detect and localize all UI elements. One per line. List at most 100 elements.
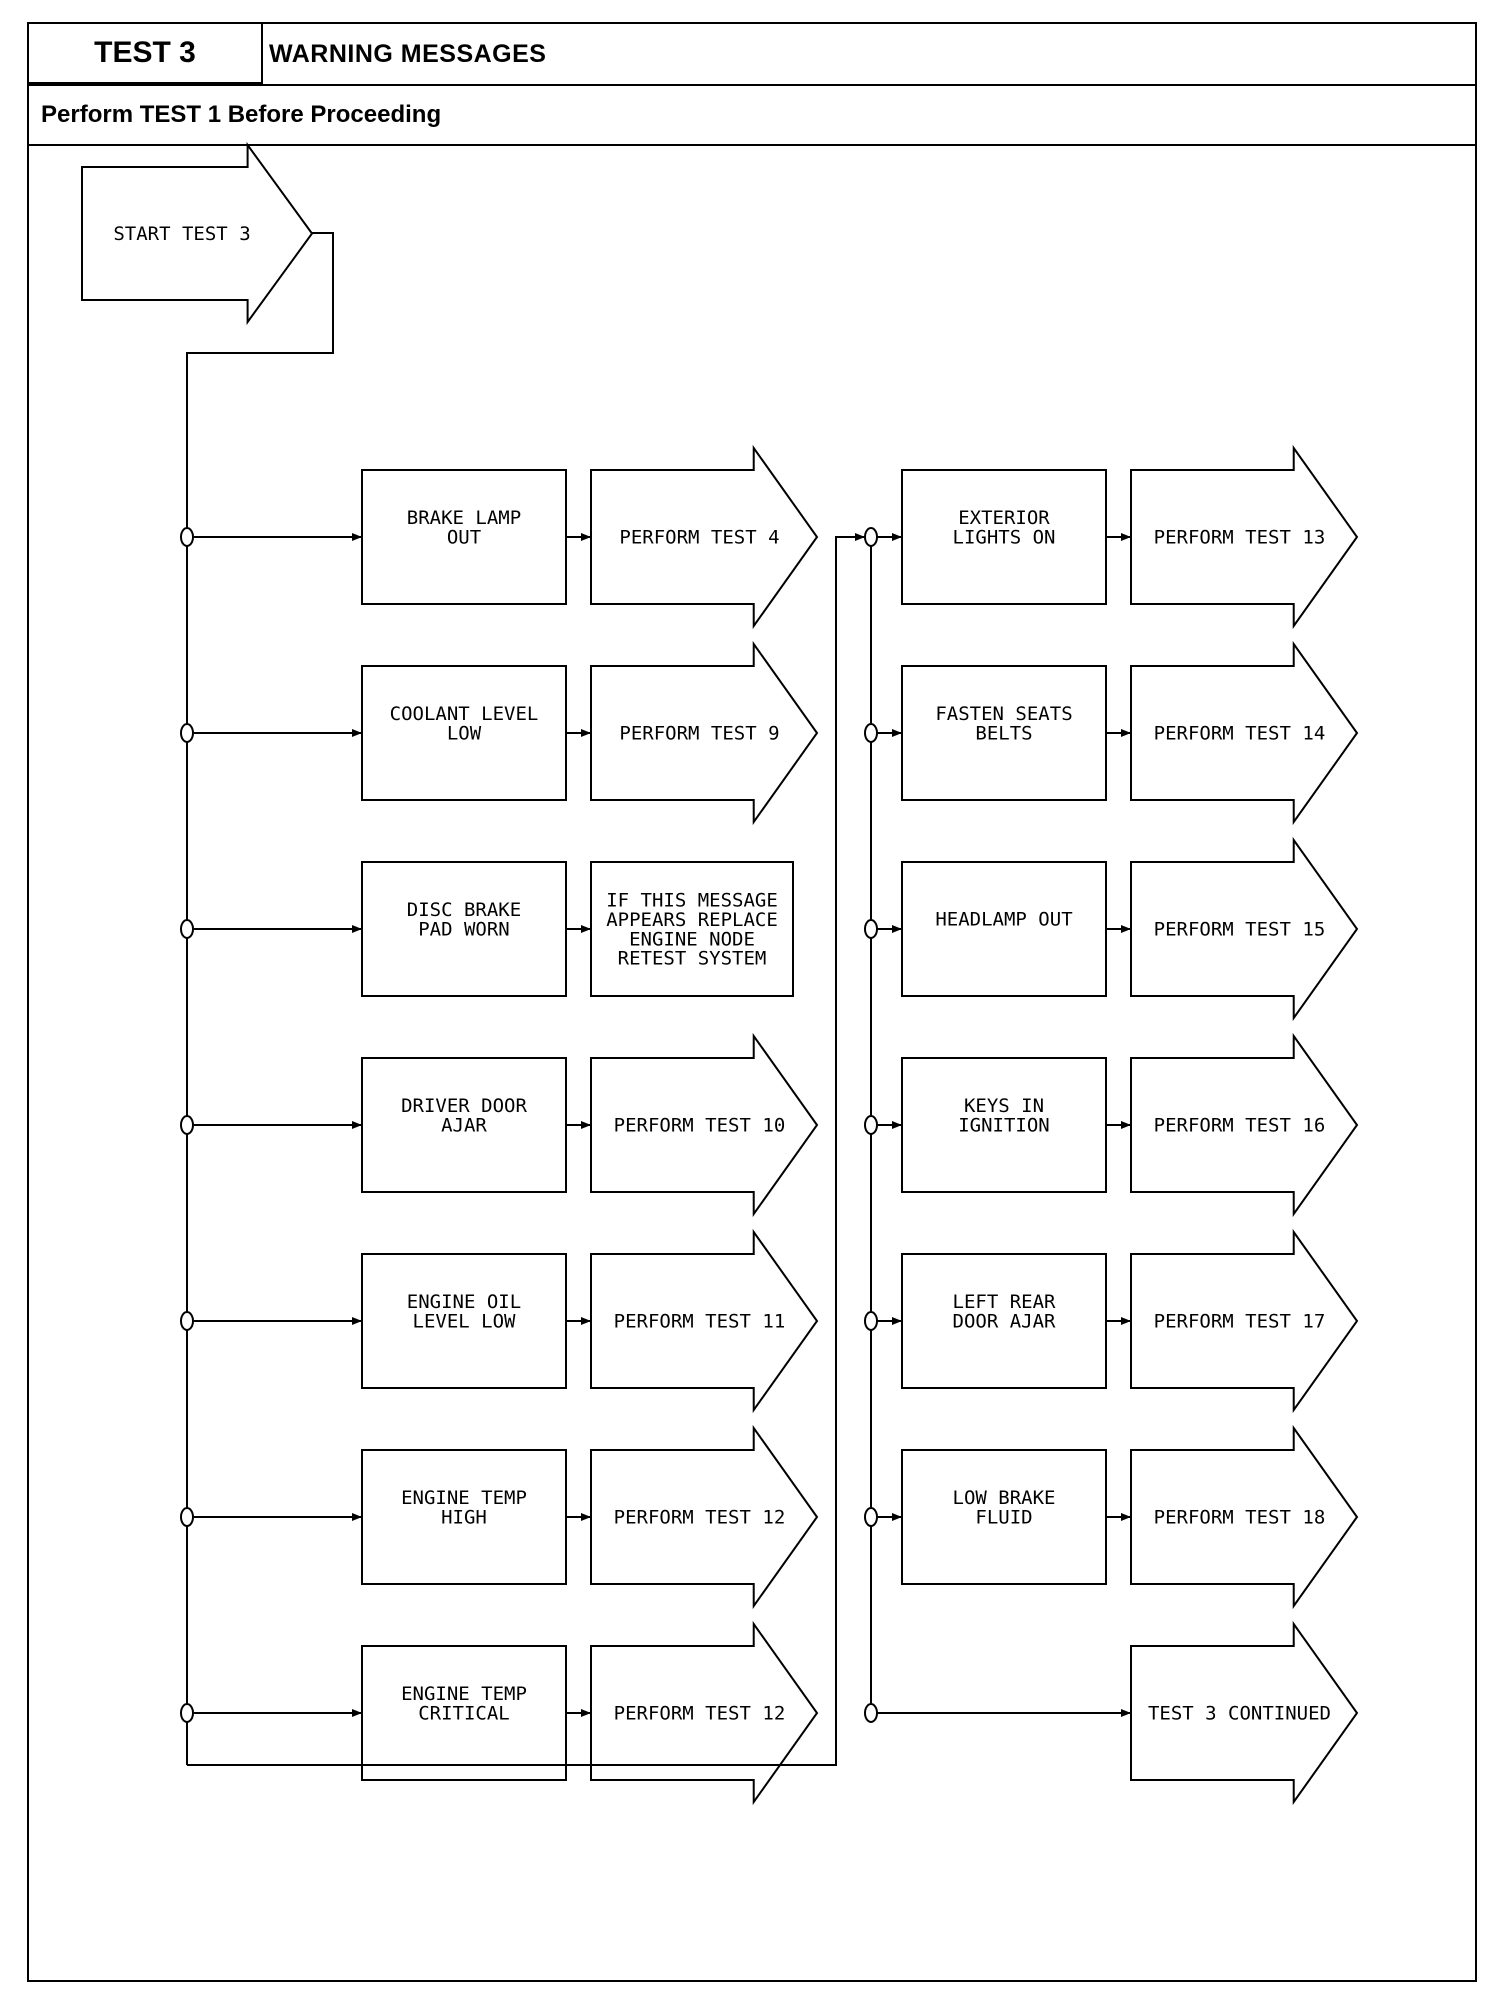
left-action-label: PERFORM TEST 9 [619, 723, 779, 745]
left-message-label-line: AJAR [441, 1114, 487, 1136]
right-action-label: PERFORM TEST 17 [1154, 1311, 1326, 1333]
left-action-arrow [590, 1032, 819, 1218]
right-message-box [901, 1057, 1107, 1193]
left-action-label: PERFORM TEST 12 [614, 1703, 786, 1725]
right-message-box [901, 469, 1107, 605]
left-action-label-line: RETEST SYSTEM [618, 948, 767, 970]
left-junction-node [180, 1311, 194, 1331]
left-message-label-line: PAD WORN [418, 918, 510, 940]
right-action-arrow [1130, 444, 1359, 630]
right-action-arrow [1130, 836, 1359, 1022]
left-message-label-line: ENGINE OIL [407, 1291, 521, 1313]
right-message-label-line: KEYS IN [964, 1095, 1044, 1117]
right-action-arrow [1130, 1032, 1359, 1218]
test-number-label: TEST 3 [29, 24, 263, 84]
left-action-box [590, 861, 794, 997]
left-message-box [361, 665, 567, 801]
right-action-arrow [1130, 1424, 1359, 1610]
left-message-label-line: ENGINE TEMP [401, 1487, 527, 1509]
right-message-label-line: EXTERIOR [958, 507, 1050, 529]
right-action-label-line: PERFORM TEST 18 [1154, 1507, 1326, 1529]
right-action-arrow [1130, 640, 1359, 826]
left-message-box [361, 1645, 567, 1781]
right-action-label: PERFORM TEST 18 [1154, 1507, 1326, 1529]
left-message-label-line: DRIVER DOOR [401, 1095, 527, 1117]
left-action-label: PERFORM TEST 4 [619, 527, 779, 549]
left-action-label-line: ENGINE NODE [629, 928, 755, 950]
left-action-label-line: PERFORM TEST 10 [614, 1115, 786, 1137]
right-message-label-line: LEFT REAR [953, 1291, 1057, 1313]
right-message-label-line: LOW BRAKE [953, 1487, 1056, 1509]
left-junction-node [180, 919, 194, 939]
right-action-label: PERFORM TEST 16 [1154, 1115, 1326, 1137]
right-action-label: TEST 3 CONTINUED [1148, 1703, 1331, 1725]
left-action-arrow [590, 1228, 819, 1414]
left-junction-node [180, 1115, 194, 1135]
page-title: WARNING MESSAGES [269, 39, 547, 68]
right-action-label-line: TEST 3 CONTINUED [1148, 1703, 1331, 1725]
left-message-box [361, 1057, 567, 1193]
header-divider [29, 84, 1475, 86]
left-action-arrow [590, 1424, 819, 1610]
left-action-arrow [590, 640, 819, 826]
prerequisite-note: Perform TEST 1 Before Proceeding [41, 101, 442, 128]
left-junction-node [180, 1703, 194, 1723]
right-action-label: PERFORM TEST 14 [1154, 723, 1326, 745]
right-message-label-line: BELTS [975, 722, 1032, 744]
left-message-label-line: COOLANT LEVEL [390, 703, 539, 725]
left-action-label-line: PERFORM TEST 4 [619, 527, 779, 549]
right-message-label-line: IGNITION [958, 1114, 1050, 1136]
right-message-box [901, 1449, 1107, 1585]
right-message-label-line: FASTEN SEATS [935, 703, 1072, 725]
right-action-label-line: PERFORM TEST 17 [1154, 1311, 1326, 1333]
left-junction-node [180, 527, 194, 547]
right-action-label-line: PERFORM TEST 16 [1154, 1115, 1326, 1137]
right-action-arrow [1130, 1620, 1359, 1806]
left-junction-node [180, 723, 194, 743]
left-action-label-line: PERFORM TEST 11 [614, 1311, 786, 1333]
right-action-arrow [1130, 1228, 1359, 1414]
left-junction-node [180, 1507, 194, 1527]
right-message-label-line: HEADLAMP OUT [935, 909, 1072, 931]
right-message-label-line: FLUID [975, 1506, 1032, 1528]
left-message-label-line: OUT [447, 526, 481, 548]
start-arrow [81, 141, 314, 326]
left-message-label-line: HIGH [441, 1506, 487, 1528]
right-action-label-line: PERFORM TEST 14 [1154, 723, 1326, 745]
right-message-label-line: DOOR AJAR [953, 1310, 1057, 1332]
left-action-arrow [590, 444, 819, 630]
left-message-label-line: LEVEL LOW [413, 1310, 517, 1332]
left-action-label: PERFORM TEST 11 [614, 1311, 786, 1333]
left-action-label-line: PERFORM TEST 12 [614, 1507, 786, 1529]
left-message-label-line: LOW [447, 722, 482, 744]
left-message-box [361, 861, 567, 997]
left-action-label: PERFORM TEST 10 [614, 1115, 786, 1137]
right-message-box [901, 665, 1107, 801]
right-action-label-line: PERFORM TEST 13 [1154, 527, 1326, 549]
right-junction-node [864, 1311, 878, 1331]
left-action-label-line: PERFORM TEST 12 [614, 1703, 786, 1725]
right-message-label-line: LIGHTS ON [953, 526, 1056, 548]
left-message-box [361, 1253, 567, 1389]
left-message-label-line: CRITICAL [418, 1702, 510, 1724]
right-junction-node [864, 1703, 878, 1723]
right-junction-node [864, 723, 878, 743]
right-message-label: HEADLAMP OUT [935, 909, 1072, 931]
right-junction-node [864, 527, 878, 547]
left-action-label: PERFORM TEST 12 [614, 1507, 786, 1529]
right-junction-node [864, 1115, 878, 1135]
left-action-arrow [590, 1620, 819, 1806]
